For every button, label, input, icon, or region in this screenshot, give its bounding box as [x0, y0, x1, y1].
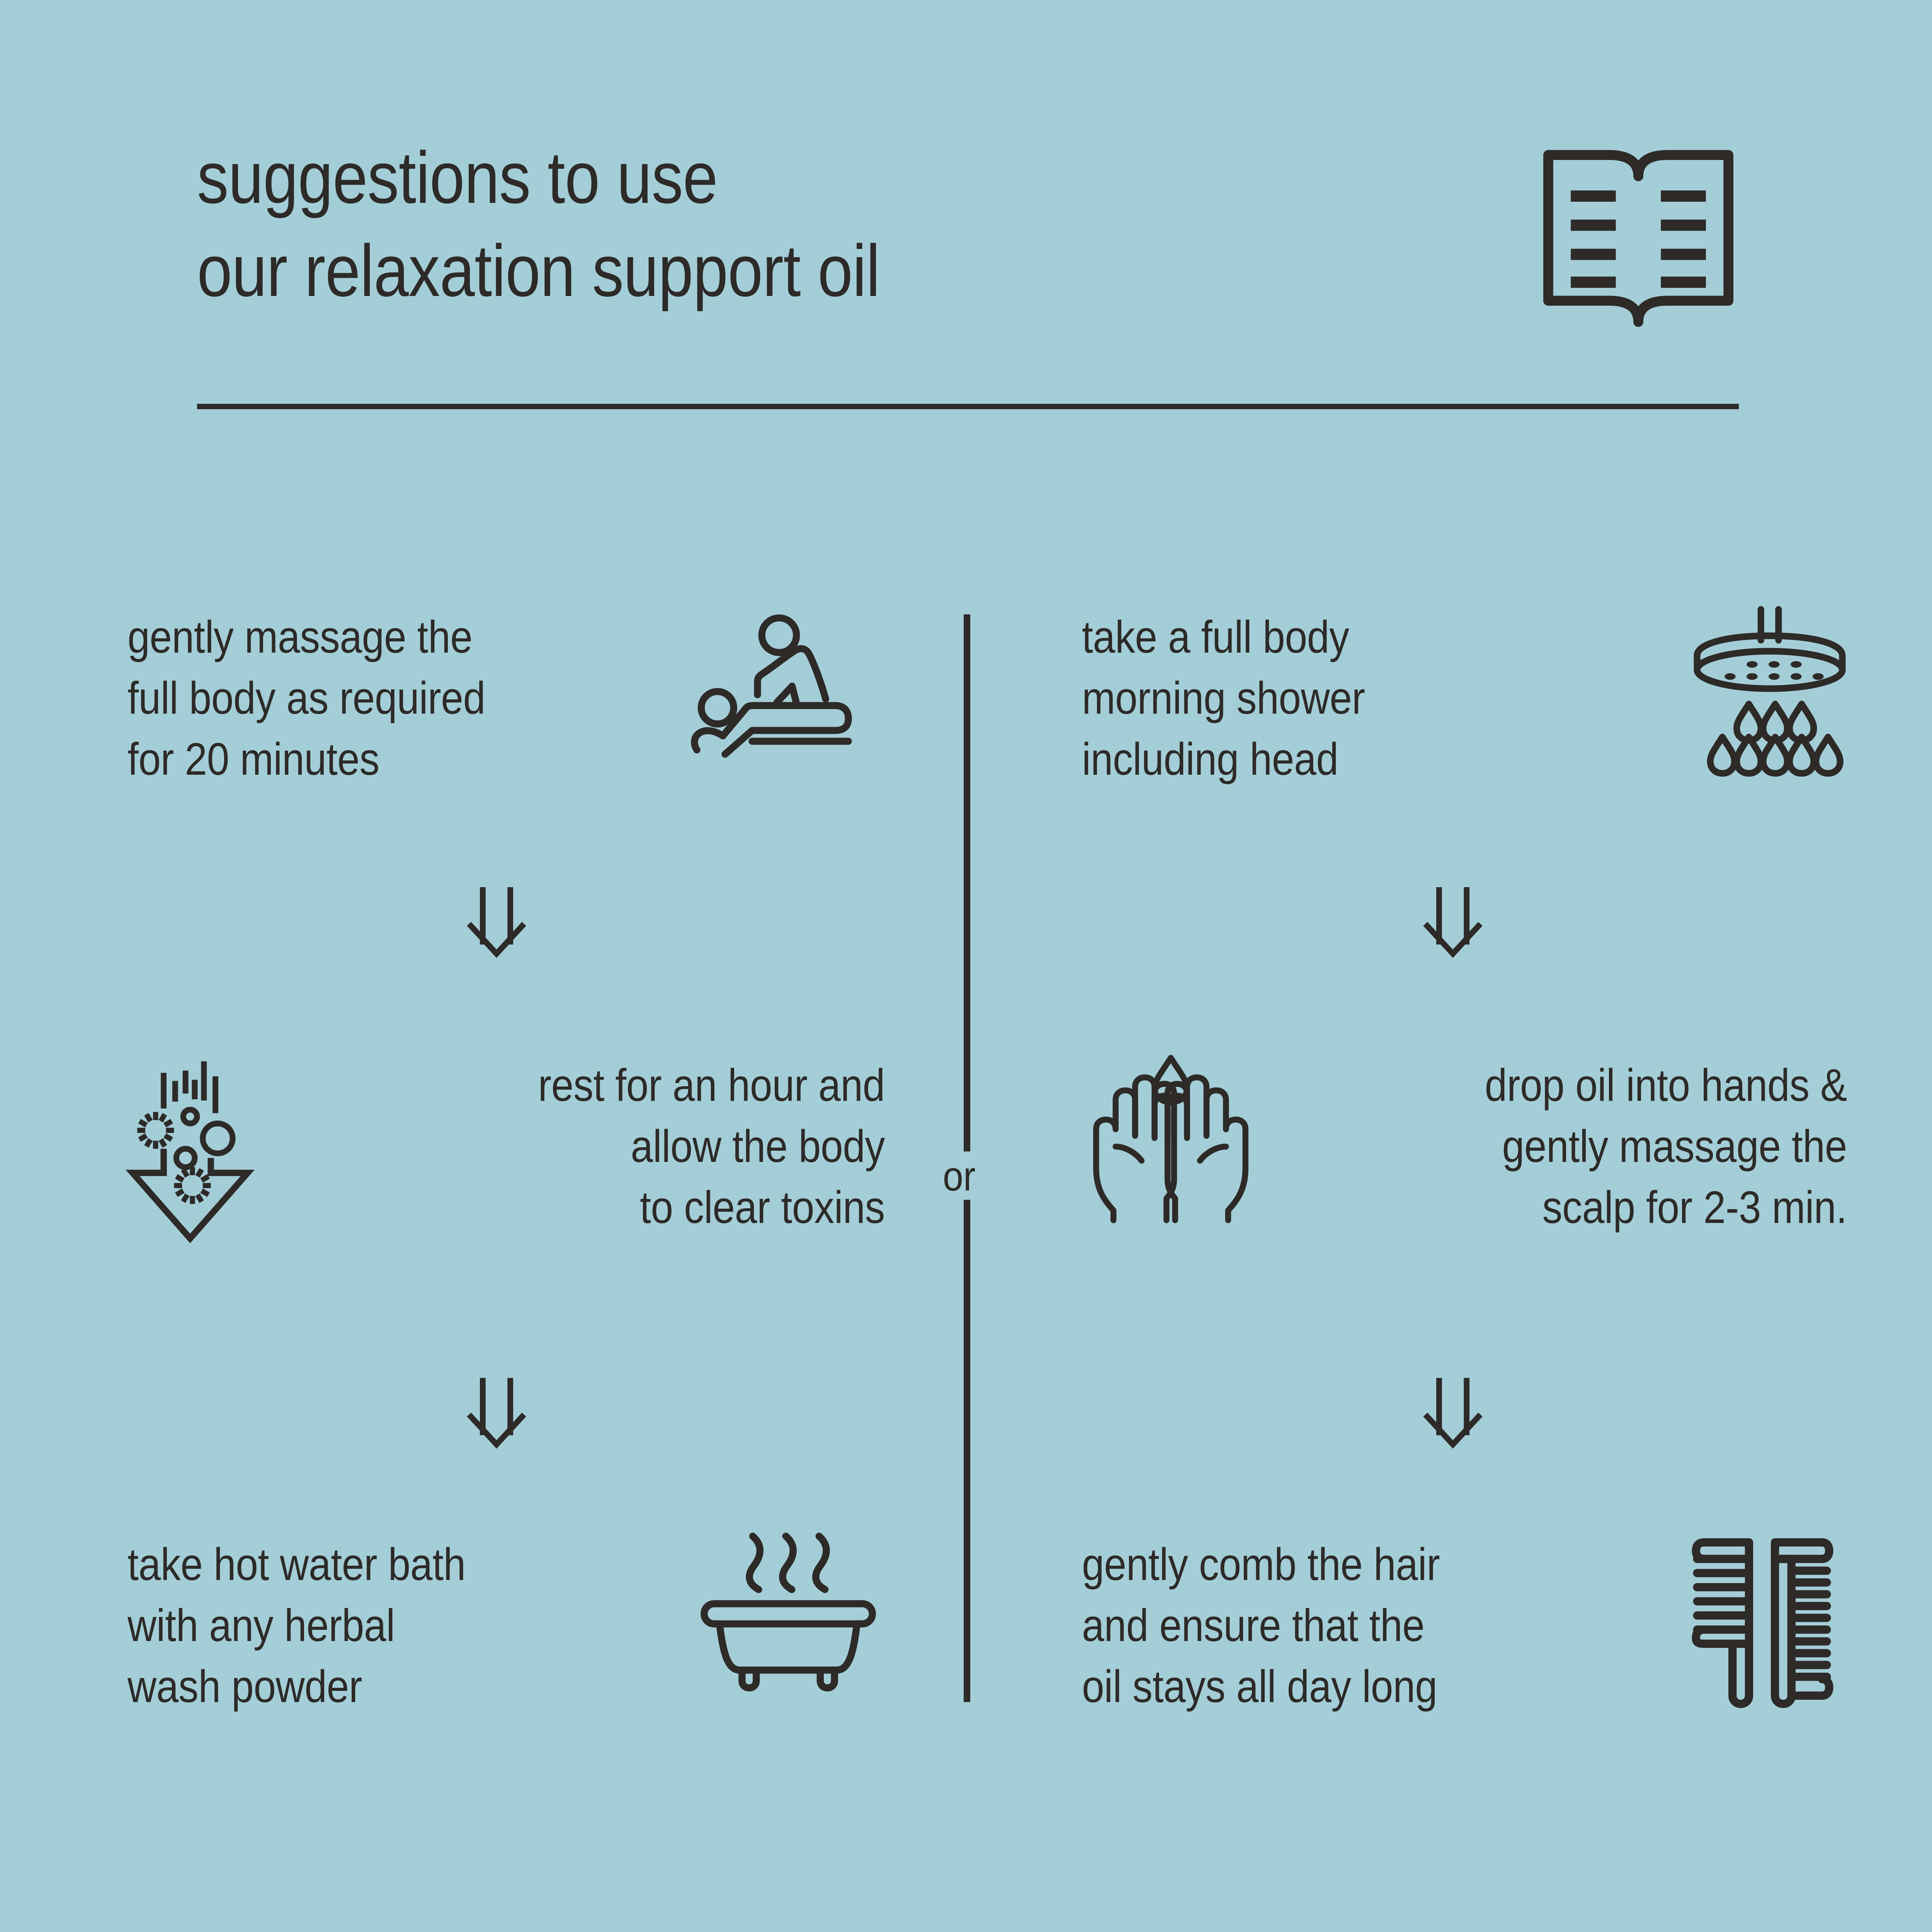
or-separator-label: or [943, 1153, 976, 1199]
page-title: suggestions to use our relaxation suppor… [197, 131, 1318, 318]
massage-table-icon [661, 603, 885, 804]
step-right-shower-text: take a full body morning shower includin… [1082, 612, 1365, 785]
title-line-1: suggestions to use [197, 137, 718, 219]
flow-arrow-left-2 [462, 1376, 531, 1449]
shower-head-icon [1565, 603, 1893, 804]
flow-arrow-right-1 [1418, 885, 1488, 958]
title-line-2: our relaxation support oil [197, 230, 880, 312]
step-left-massage: gently massage the full body as required… [128, 603, 939, 835]
step-left-detox: rest for an hour and allow the body to c… [126, 1051, 939, 1283]
steps-grid: gently massage the full body as required… [0, 603, 1932, 1762]
column-divider-top [964, 614, 970, 1151]
hair-combs-icon [1565, 1530, 1893, 1731]
step-right-shower: take a full body morning shower includin… [1082, 603, 1893, 835]
flow-arrow-right-2 [1418, 1376, 1488, 1449]
step-left-detox-text: rest for an hour and allow the body to c… [538, 1060, 885, 1233]
step-right-hands: drop oil into hands & gently massage the… [1082, 1051, 1893, 1283]
flow-arrow-left-1 [462, 885, 531, 958]
bathtub-steam-icon [661, 1530, 900, 1731]
step-right-comb-text: gently comb the hair and ensure that the… [1082, 1539, 1440, 1713]
step-left-massage-text: gently massage the full body as required… [128, 612, 485, 785]
open-book-icon [1530, 139, 1747, 327]
step-left-bath-text: take hot water bath with any herbal wash… [128, 1539, 466, 1713]
cupped-hands-drop-icon [1082, 1051, 1314, 1252]
column-divider-bottom [964, 1200, 970, 1702]
step-left-bath: take hot water bath with any herbal wash… [128, 1530, 939, 1762]
step-right-comb: gently comb the hair and ensure that the… [1082, 1530, 1893, 1762]
step-right-hands-text: drop oil into hands & gently massage the… [1485, 1060, 1847, 1233]
detox-arrow-icon [126, 1051, 352, 1252]
header: suggestions to use our relaxation suppor… [182, 131, 1750, 425]
header-divider-rule [197, 404, 1739, 409]
